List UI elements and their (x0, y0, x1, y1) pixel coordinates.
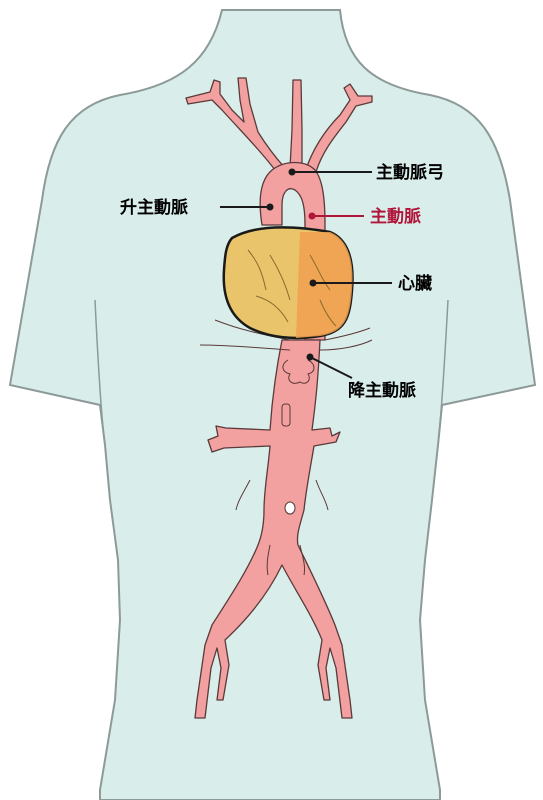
label-heart: 心臟 (398, 273, 432, 294)
label-ascending-aorta: 升主動脈 (120, 197, 188, 218)
heart-aorta-overlay (296, 232, 353, 338)
label-aortic-arch: 主動脈弓 (376, 162, 444, 183)
label-aorta: 主動脈 (370, 206, 421, 227)
label-descending-aorta: 降主動脈 (348, 380, 416, 401)
